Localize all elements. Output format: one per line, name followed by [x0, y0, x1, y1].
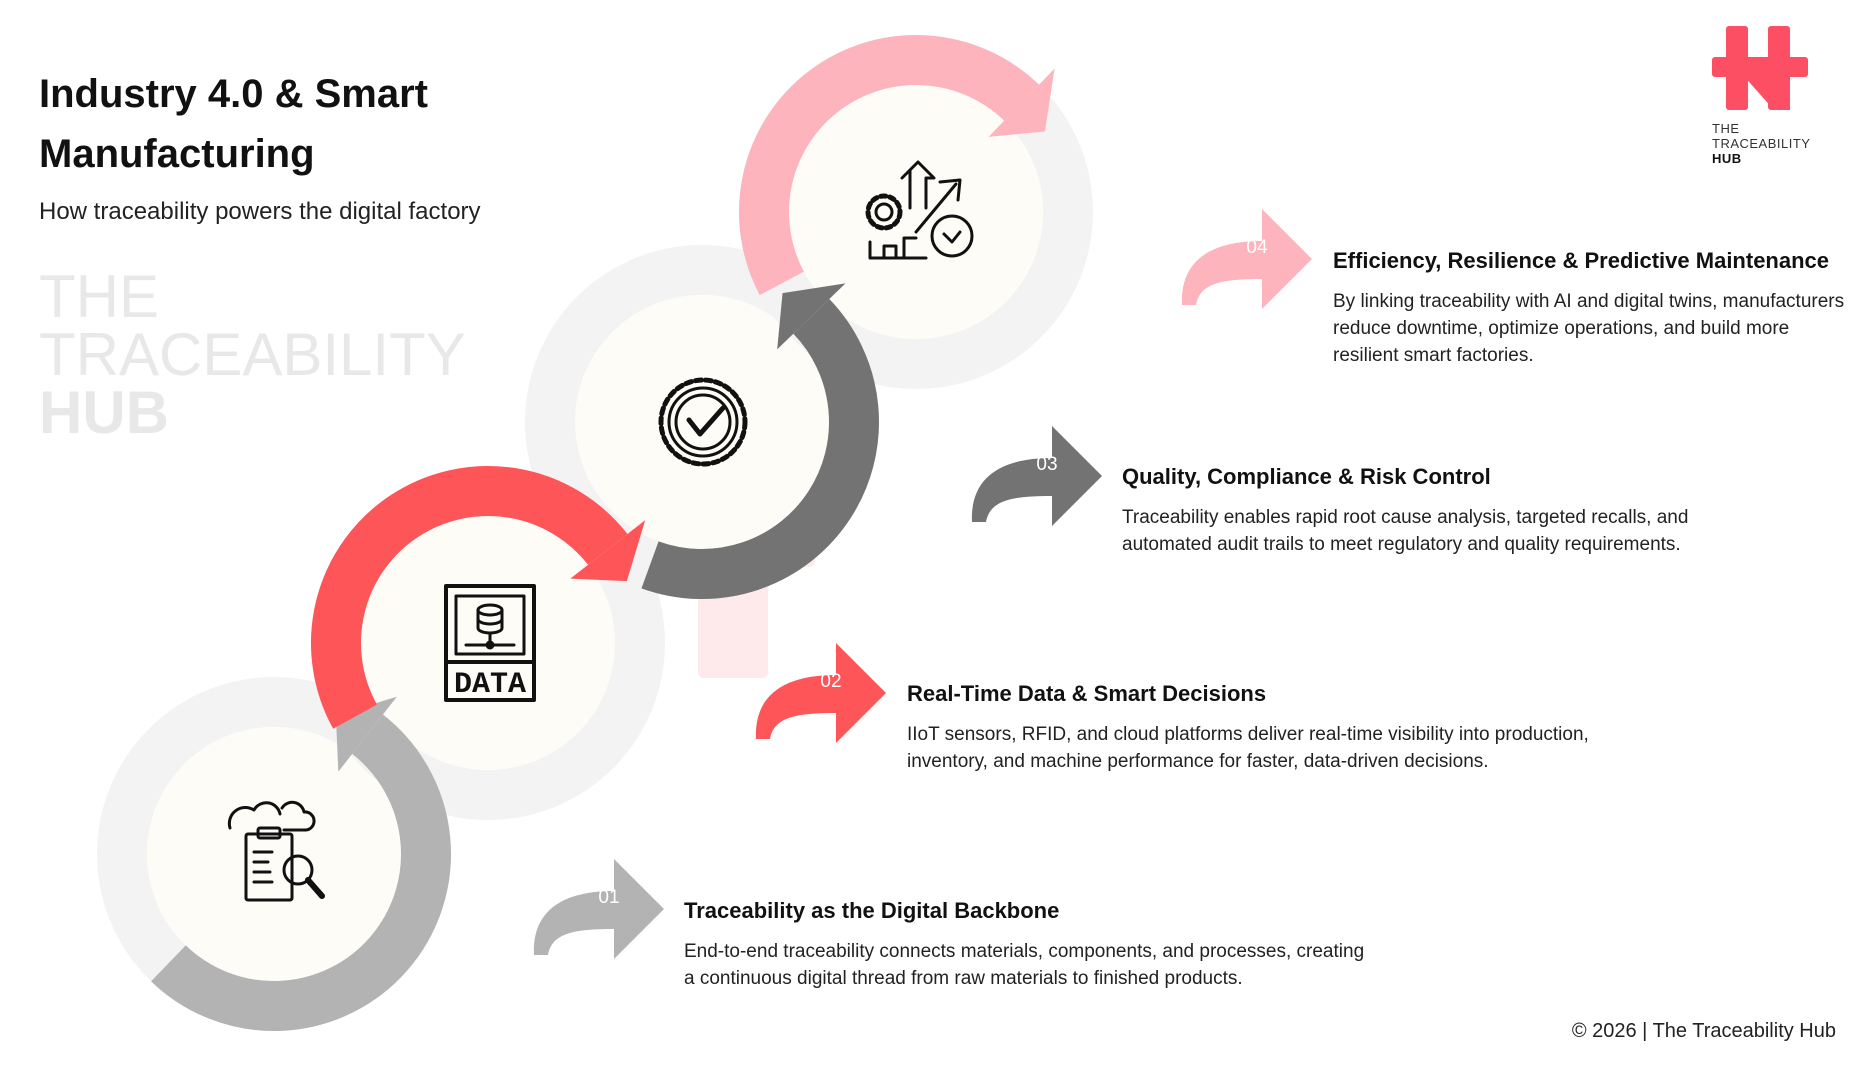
page-subtitle: How traceability powers the digital fact… — [39, 198, 481, 225]
brand-logo: THE TRACEABILITY HUB — [1712, 24, 1842, 166]
data-icon-text: DATA — [454, 668, 526, 702]
step-04-body: By linking traceability with AI and digi… — [1333, 291, 1845, 366]
step-02-arrow: 02 — [754, 643, 886, 743]
step-02-title: Real-Time Data & Smart Decisions — [907, 681, 1267, 706]
step-04-title: Efficiency, Resilience & Predictive Main… — [1333, 248, 1830, 273]
step-02-body: IIoT sensors, RFID, and cloud platforms … — [907, 724, 1589, 772]
logo-text-line2: TRACEABILITY — [1712, 136, 1811, 151]
curved-arrow-icon — [755, 643, 886, 743]
copyright-footer: © 2026 | The Traceability Hub — [1571, 1020, 1836, 1042]
clipboard-cloud-search-icon — [227, 800, 325, 902]
quality-badge-check-icon — [658, 377, 748, 467]
cycle-arc-4 — [739, 35, 1039, 296]
ring-inner-3 — [575, 295, 829, 549]
cycle-arrowhead-4 — [988, 68, 1055, 137]
cycle-arc-1 — [151, 714, 451, 1031]
page-title: Industry 4.0 & Smart Manufacturing — [39, 72, 429, 176]
watermark-line1: THE — [39, 263, 159, 330]
step-04: Efficiency, Resilience & Predictive Main… — [1333, 248, 1853, 369]
step-04-number: 04 — [1246, 237, 1268, 258]
step-01-arrow: 01 — [532, 859, 664, 959]
step-03-number: 03 — [1036, 454, 1058, 475]
step-01-number: 01 — [598, 887, 620, 908]
step-03: Quality, Compliance & Risk Control Trace… — [1122, 464, 1772, 558]
logo-text-line3: HUB — [1712, 151, 1742, 166]
ring-inner-1 — [147, 727, 401, 981]
step-02: Real-Time Data & Smart Decisions IIoT se… — [907, 681, 1667, 775]
curved-arrow-icon — [1181, 209, 1312, 309]
step-03-body: Traceability enables rapid root cause an… — [1122, 507, 1689, 555]
watermark-text: THE TRACEABILITY HUB — [39, 263, 466, 446]
step-01-title: Traceability as the Digital Backbone — [684, 898, 1060, 923]
cycle-arc-2 — [311, 466, 628, 729]
data-icon — [444, 584, 536, 702]
gear-growth-clock-icon — [865, 160, 974, 260]
watermark-line3: HUB — [39, 379, 169, 446]
step-04-arrow: 04 — [1180, 209, 1312, 309]
logo-h-icon — [1712, 26, 1808, 110]
step-03-title: Quality, Compliance & Risk Control — [1122, 464, 1491, 489]
cycle-arrowhead-3 — [777, 283, 846, 350]
step-02-number: 02 — [820, 671, 842, 692]
curved-arrow-icon — [533, 859, 664, 959]
ring-inner-4 — [789, 85, 1043, 339]
logo-text-line1: THE — [1712, 121, 1740, 136]
logo-text: THE TRACEABILITY HUB — [1712, 121, 1842, 166]
step-03-arrow: 03 — [970, 426, 1102, 526]
curved-arrow-icon — [971, 426, 1102, 526]
step-01: Traceability as the Digital Backbone End… — [684, 898, 1384, 992]
step-01-body: End-to-end traceability connects materia… — [684, 941, 1365, 989]
watermark-line2: TRACEABILITY — [39, 321, 466, 388]
cycle-arc-3 — [641, 299, 879, 599]
cycle-arrowhead-2 — [570, 520, 646, 582]
